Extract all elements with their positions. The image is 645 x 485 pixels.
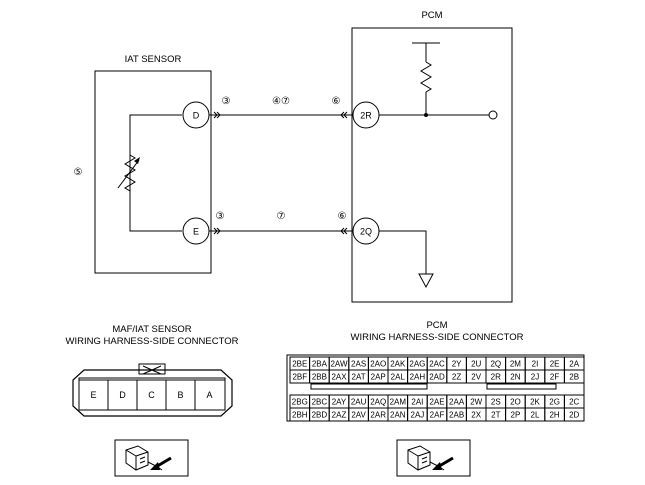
pcm-box [351, 27, 513, 303]
pcm-connector-pin-label: 2AC [429, 360, 445, 369]
iat-sensor-box [94, 70, 212, 274]
pcm-connector-pin-label: 2O [510, 398, 521, 407]
pcm-connector-pin-label: 2AB [449, 411, 464, 420]
pcm-connector-pin-label: 2AS [351, 360, 366, 369]
pcm-connector-pin-label: 2M [510, 360, 521, 369]
maf-pin-e: E [90, 390, 96, 400]
sensor-terminal-d-label: D [193, 111, 200, 121]
pcm-connector-pin-label: 2P [511, 411, 521, 420]
pcm-connector-pin-label: 2BB [312, 373, 327, 382]
pcm-connector-title-1: PCM [426, 320, 447, 331]
pcm-connector-pin-label: 2AH [410, 373, 426, 382]
maf-connector-title-2: WIRING HARNESS-SIDE CONNECTOR [66, 336, 239, 347]
pcm-connector-pin-label: 2BC [312, 398, 328, 407]
pcm-pin-2q-label: 2Q [360, 227, 372, 237]
pcm-connector-pin-label: 2AW [330, 360, 347, 369]
pcm-connector-cell [563, 407, 585, 422]
pcm-connector-pin-label: 2AV [351, 411, 366, 420]
pcm-connector-pin-label: 2S [491, 398, 501, 407]
ref-sensor-top: ③ [222, 96, 231, 107]
pcm-ground-circuit [378, 230, 434, 289]
pcm-connector-pin-label: 2AT [352, 373, 366, 382]
pcm-connector-pin-label: 2AR [370, 411, 386, 420]
pcm-connector-pin-label: 2E [550, 360, 560, 369]
pcm-connector-pin-label: 2J [531, 373, 539, 382]
ref-mid-bottom: ⑦ [277, 211, 286, 222]
pcm-connector-pin-label: 2AM [390, 398, 407, 407]
pcm-connector-pin-label: 2AU [351, 398, 367, 407]
pcm-connector-pin-label: 2D [569, 411, 579, 420]
pcm-connector-pin-label: 2Z [452, 373, 461, 382]
pcm-title: PCM [421, 10, 442, 21]
pcm-connector-pin-label: 2AF [430, 411, 445, 420]
output-terminal-icon [488, 110, 498, 120]
pcm-connector-pin-label: 2G [549, 398, 560, 407]
pcm-connector-pin-label: 2AG [409, 360, 425, 369]
iat-sensor-title: IAT SENSOR [125, 54, 182, 65]
pcm-connector-pin-label: 2BD [312, 411, 328, 420]
pcm-connector-pin-label: 2BF [292, 373, 307, 382]
pcm-connector-pin-label: 2AA [449, 398, 465, 407]
pcm-connector-pin-label: 2F [550, 373, 559, 382]
connector-view-icon [396, 439, 471, 477]
maf-connector-face [72, 363, 233, 417]
wire-top [209, 111, 353, 119]
pcm-connector-pin-label: 2X [471, 411, 481, 420]
pcm-pullup-circuit [378, 42, 498, 120]
pcm-connector-pin-label: 2W [470, 398, 482, 407]
ref-sensor-element: ⑤ [74, 167, 83, 178]
maf-pin-d: D [119, 390, 126, 400]
pcm-connector-pin-label: 2AI [411, 398, 423, 407]
pcm-connector-pin-label: 2BA [312, 360, 328, 369]
pcm-connector-pin-label: 2N [510, 373, 520, 382]
ref-pcm-bottom: ⑥ [338, 211, 347, 222]
ref-pcm-top: ⑥ [332, 96, 341, 107]
pcm-connector-pin-label: 2AO [370, 360, 386, 369]
pcm-connector-pin-label: 2AE [429, 398, 444, 407]
thermistor-circuit [117, 114, 182, 232]
pcm-connector-pin-label: 2BE [292, 360, 307, 369]
pcm-connector-pin-label: 2AQ [370, 398, 386, 407]
pcm-connector-pin-label: 2AN [390, 411, 406, 420]
wire-bottom [209, 227, 353, 235]
sensor-terminal-e-label: E [193, 227, 199, 237]
pcm-connector-pin-label: 2AY [332, 398, 347, 407]
pcm-connector-pin-label: 2AL [391, 373, 406, 382]
pcm-connector-pin-label: 2Y [452, 360, 462, 369]
pcm-connector-pin-label: 2AP [371, 373, 386, 382]
pcm-connector-pin-label: 2AD [429, 373, 445, 382]
pcm-connector-pin-label: 2V [471, 373, 481, 382]
pcm-connector-pin-label: 2AX [331, 373, 347, 382]
pcm-connector-title-2: WIRING HARNESS-SIDE CONNECTOR [351, 332, 524, 343]
pcm-connector-pin-label: 2AJ [411, 411, 425, 420]
pcm-connector-pin-label: 2R [491, 373, 501, 382]
ref-mid-top: ④⑦ [272, 96, 290, 107]
pcm-connector-pin-label: 2H [549, 411, 559, 420]
pcm-connector-pin-label: 2Q [490, 360, 501, 369]
pcm-connector-pin-label: 2A [569, 360, 579, 369]
maf-connector-title-1: MAF/IAT SENSOR [112, 324, 191, 335]
pcm-pin-2r-label: 2R [360, 111, 372, 121]
pcm-connector-pin-label: 2AK [390, 360, 406, 369]
pcm-connector-pin-label: 2C [569, 398, 579, 407]
pcm-connector-pin-label: 2K [530, 398, 540, 407]
pcm-connector-cell [563, 369, 585, 384]
pcm-connector-pin-label: 2BG [292, 398, 308, 407]
pcm-connector-pin-label: 2T [491, 411, 500, 420]
pcm-connector-pin-label: 2BH [292, 411, 308, 420]
ground-icon [418, 273, 434, 289]
variable-resistor-arrow-icon [134, 157, 140, 164]
pcm-connector-pin-label: 2U [471, 360, 481, 369]
pcm-connector-pin-label: 2I [532, 360, 539, 369]
maf-pin-a: A [206, 390, 212, 400]
maf-pin-c: C [148, 390, 155, 400]
pcm-connector-pin-label: 2L [531, 411, 540, 420]
pcm-connector-pin-label: 2AZ [332, 411, 347, 420]
connector-view-icon [114, 439, 189, 477]
pcm-connector-pin-label: 2B [569, 373, 579, 382]
ref-sensor-bottom: ③ [216, 211, 225, 222]
maf-pin-b: B [177, 390, 183, 400]
